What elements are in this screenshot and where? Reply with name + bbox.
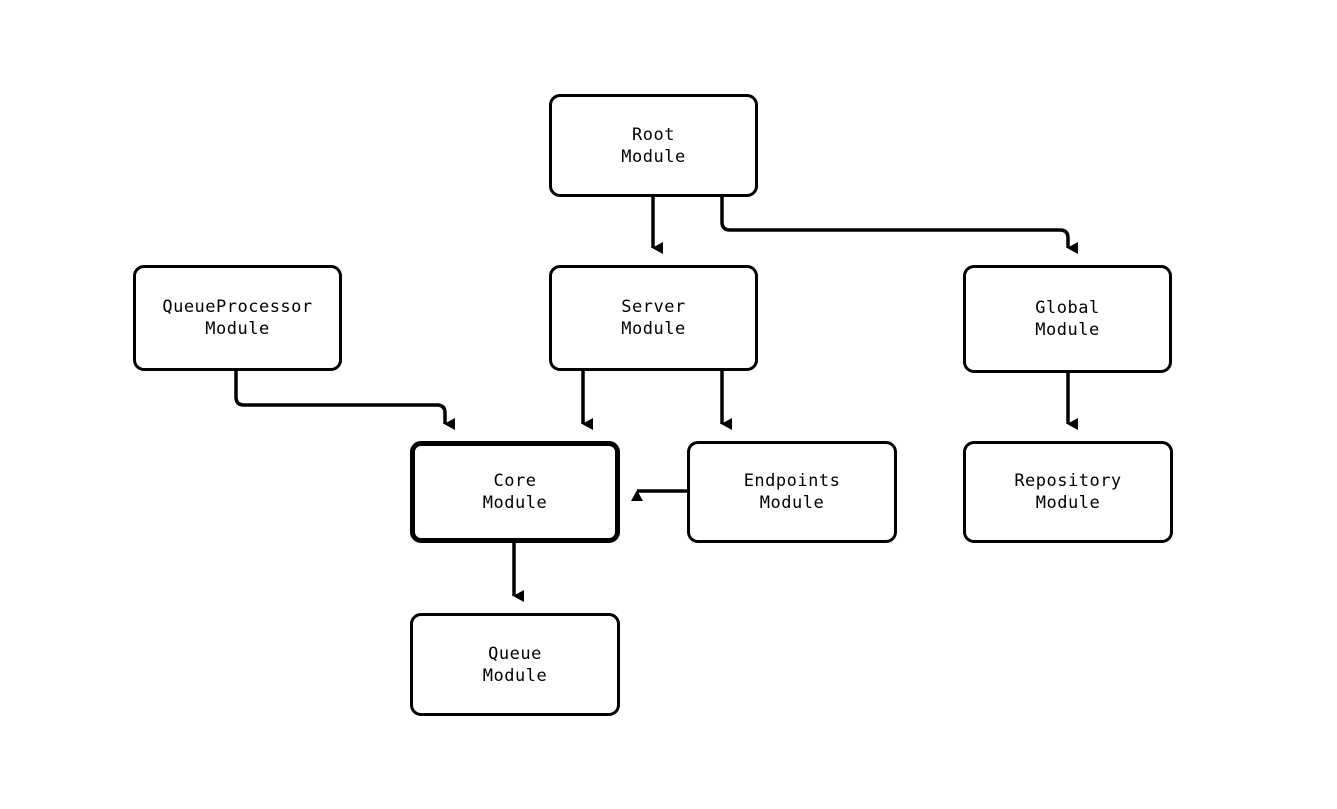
node-server-subtitle: Module xyxy=(621,319,686,339)
node-queue-title: Queue xyxy=(488,643,542,664)
node-endpoints-title: Endpoints xyxy=(743,471,841,491)
node-global-title: Global xyxy=(1035,298,1100,318)
node-queueprocessor-subtitle: Module xyxy=(205,319,270,339)
node-core-subtitle: Module xyxy=(482,493,548,513)
node-queueprocessor-title: QueueProcessor xyxy=(162,297,313,317)
node-repository-title: Repository xyxy=(1014,471,1122,491)
node-root-subtitle: Module xyxy=(621,146,686,167)
node-global-subtitle: Module xyxy=(1035,320,1100,340)
node-core-title: Core xyxy=(493,471,537,491)
node-root-title: Root xyxy=(632,124,675,145)
edge-root-global xyxy=(720,197,1078,254)
node-endpoints-subtitle: Module xyxy=(759,493,825,513)
node-server-title: Server xyxy=(621,297,686,317)
node-queue-subtitle: Module xyxy=(482,665,548,686)
node-repository-subtitle: Module xyxy=(1035,493,1101,513)
edges-group xyxy=(234,197,1078,602)
edge-queueprocessor-core xyxy=(234,371,455,430)
